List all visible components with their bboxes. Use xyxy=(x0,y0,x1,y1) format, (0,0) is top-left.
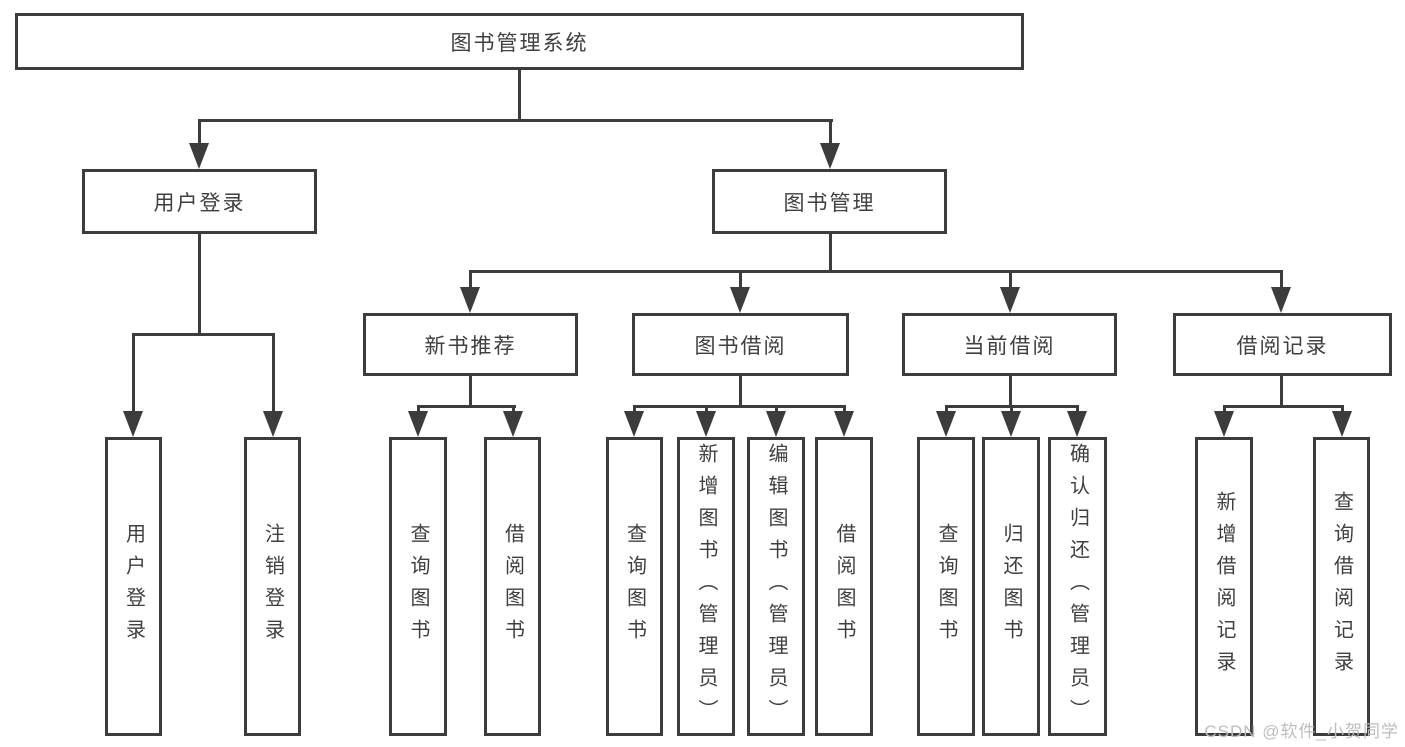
node-label: 当前借阅 xyxy=(963,334,1056,358)
node-label: 查询图书 xyxy=(935,522,957,651)
arrow-down-icon xyxy=(503,411,523,437)
connector-line xyxy=(829,119,832,143)
node-label: 新书推荐 xyxy=(424,334,517,358)
node-leaf-logout: 注销登录 xyxy=(244,437,301,736)
arrow-down-icon xyxy=(123,411,143,437)
connector-line xyxy=(1341,405,1344,411)
connector-line xyxy=(705,405,708,411)
connector-line xyxy=(469,375,472,407)
node-leaf-query-borrow-record: 查询借阅记录 xyxy=(1313,437,1370,736)
connector-line xyxy=(417,405,420,411)
connector-line xyxy=(132,333,135,411)
arrow-down-icon xyxy=(1332,411,1352,437)
node-user-login-group: 用户登录 xyxy=(82,169,317,234)
arrow-down-icon xyxy=(189,143,209,169)
arrow-down-icon xyxy=(766,411,786,437)
arrow-down-icon xyxy=(460,287,480,313)
connector-line xyxy=(198,119,201,143)
arrow-down-icon xyxy=(820,143,840,169)
connector-line xyxy=(469,270,1282,273)
node-book-borrowing: 图书借阅 xyxy=(632,313,849,376)
node-leaf-query-books-3: 查询图书 xyxy=(917,437,975,736)
connector-line xyxy=(1223,405,1344,408)
connector-line xyxy=(1009,270,1012,287)
connector-line xyxy=(1076,405,1079,411)
arrow-down-icon xyxy=(834,411,854,437)
node-leaf-borrow-books-1: 借阅图书 xyxy=(484,437,541,736)
connector-line xyxy=(633,405,636,411)
node-label: 新增图书（管理员） xyxy=(695,442,717,731)
watermark: CSDN @软件_小贺同学 xyxy=(1204,722,1399,741)
node-label: 查询图书 xyxy=(623,522,646,651)
connector-line xyxy=(518,69,521,121)
connector-line xyxy=(417,405,516,408)
connector-line xyxy=(469,270,472,287)
node-label: 借阅记录 xyxy=(1236,334,1329,358)
node-leaf-query-books-2: 查询图书 xyxy=(606,437,663,736)
connector-line xyxy=(739,270,742,287)
connector-line xyxy=(739,375,742,407)
connector-line xyxy=(1223,405,1226,411)
node-label: 借阅图书 xyxy=(833,522,855,651)
node-current-borrowing: 当前借阅 xyxy=(902,313,1117,376)
arrow-down-icon xyxy=(624,411,644,437)
connector-line xyxy=(1010,405,1013,411)
connector-line xyxy=(512,405,515,411)
node-label: 查询图书 xyxy=(407,522,429,651)
connector-line xyxy=(775,405,778,411)
arrow-down-icon xyxy=(730,287,750,313)
arrow-down-icon xyxy=(1067,411,1087,437)
node-label: 图书管理系统 xyxy=(450,31,589,55)
node-label: 借阅图书 xyxy=(501,522,524,651)
node-label: 归还图书 xyxy=(1000,522,1022,651)
connector-line xyxy=(633,405,846,408)
node-leaf-return-books: 归还图书 xyxy=(982,437,1040,736)
connector-line xyxy=(132,333,275,336)
arrow-down-icon xyxy=(1214,411,1234,437)
connector-line xyxy=(945,405,948,411)
node-leaf-add-books-admin: 新增图书（管理员） xyxy=(677,437,735,736)
node-leaf-user-login: 用户登录 xyxy=(105,437,162,736)
node-leaf-add-borrow-record: 新增借阅记录 xyxy=(1195,437,1253,736)
connector-line xyxy=(843,405,846,411)
connector-line xyxy=(198,119,833,122)
node-leaf-confirm-return-admin: 确认归还（管理员） xyxy=(1048,437,1107,736)
arrow-down-icon xyxy=(408,411,428,437)
arrow-down-icon xyxy=(1000,287,1020,313)
node-label: 新增借阅记录 xyxy=(1213,490,1235,683)
node-label: 查询借阅记录 xyxy=(1330,490,1353,683)
node-new-book-recommend: 新书推荐 xyxy=(363,313,578,376)
node-leaf-borrow-books-2: 借阅图书 xyxy=(815,437,873,736)
connector-line xyxy=(829,233,832,272)
node-label: 图书借阅 xyxy=(694,334,787,358)
node-label: 用户登录 xyxy=(122,522,145,651)
node-leaf-query-books-1: 查询图书 xyxy=(389,437,447,736)
node-leaf-edit-books-admin: 编辑图书（管理员） xyxy=(747,437,805,736)
connector-line xyxy=(1280,270,1283,287)
arrow-down-icon xyxy=(1271,287,1291,313)
node-label: 注销登录 xyxy=(261,522,284,651)
node-root: 图书管理系统 xyxy=(15,13,1024,70)
node-label: 用户登录 xyxy=(153,191,246,215)
node-label: 图书管理 xyxy=(783,191,876,215)
node-label: 编辑图书（管理员） xyxy=(765,442,787,731)
connector-line xyxy=(272,333,275,411)
connector-line xyxy=(1009,375,1012,407)
node-book-management: 图书管理 xyxy=(712,169,947,234)
arrow-down-icon xyxy=(1001,411,1021,437)
connector-line xyxy=(1280,375,1283,407)
arrow-down-icon xyxy=(263,411,283,437)
arrow-down-icon xyxy=(936,411,956,437)
node-label: 确认归还（管理员） xyxy=(1066,442,1089,731)
node-borrowing-records: 借阅记录 xyxy=(1173,313,1392,376)
arrow-down-icon xyxy=(696,411,716,437)
connector-line xyxy=(198,233,201,335)
